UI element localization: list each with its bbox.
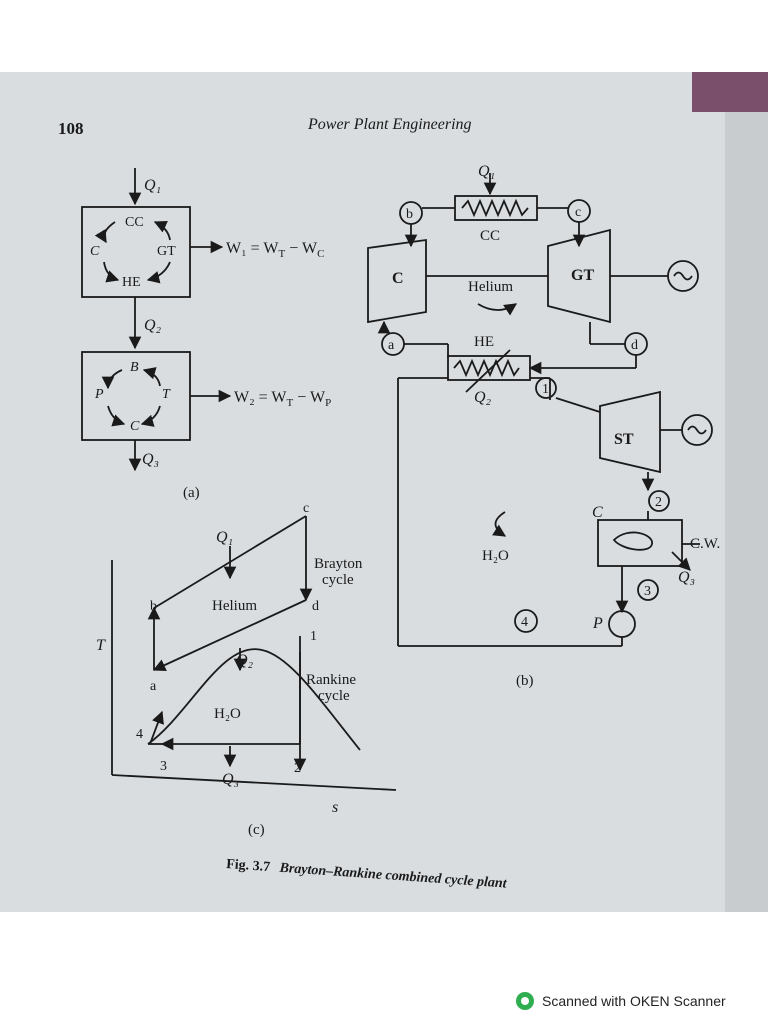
page-edge-shadow [725,112,768,912]
fig-b-state-b: b [406,207,413,222]
fig-c-helium-label: Helium [212,598,257,614]
fig-c: T s Q₁ c Brayton cycle b Helium d 1 Q₂ a… [96,501,397,838]
fig-b-water-label: H₂O [482,548,509,564]
fig-b-cc: CC [480,228,500,244]
fig-b-combustion-heater [454,195,538,221]
fig-c-axis-t: T [96,637,106,654]
fig-b-caption: (b) [516,673,534,689]
fig-a: Q₁ CC C GT HE W₁ = WT − WC Q₂ B P T C W₂… [81,168,331,501]
fig-a-cc: CC [125,215,144,230]
fig-a-he: HE [122,275,141,290]
fig-a-q2-label: Q₂ [144,317,162,334]
fig-c-state-c: c [303,501,309,516]
top-margin [0,0,768,72]
page-number: 108 [58,119,84,138]
fig-b-cooling-water-label: C.W. [690,536,720,552]
fig-a-b: B [130,360,139,375]
background-edge [692,72,768,112]
fig-c-state-2: 2 [294,761,301,776]
fig-c-state-1: 1 [310,629,317,644]
fig-b-condenser-label: C [592,504,603,521]
fig-b-q2-label: Q₂ [474,389,492,406]
fig-b-compressor [367,238,427,324]
fig-c-brayton-cycle: cycle [322,572,354,588]
fig-c-state-a: a [150,679,157,694]
fig-a-c2: C [130,419,140,434]
fig-c-rankine-label: Rankine [306,672,356,688]
fig-b-q3-label: Q₃ [678,569,695,586]
fig-b-compressor-label: C [392,270,404,287]
fig-c-state-3: 3 [160,759,167,774]
fig-b-gas-turbine-label: GT [571,267,594,284]
fig-a-q1-label: Q₁ [144,177,161,194]
fig-a-t: T [162,387,171,402]
fig-a-caption: (a) [183,485,200,501]
fig-c-q2-label: Q₂ [236,652,254,669]
fig-b-state-4: 4 [521,615,528,630]
fig-a-p: P [94,387,104,402]
scanner-watermark: Scanned with OKEN Scanner [516,990,726,1012]
fig-b: Q₁ CC b c C GT Helium a d HE [367,163,720,689]
scanner-watermark-text: Scanned with OKEN Scanner [542,993,726,1009]
fig-b-state-a: a [388,338,395,353]
fig-b-he-label: HE [474,334,494,350]
fig-b-heat-exchanger [447,355,531,381]
fig-c-caption: (c) [248,822,265,838]
fig-a-c: C [90,244,100,259]
fig-a-q3-label: Q₃ [142,451,159,468]
fig-b-gas-turbine [547,228,611,324]
fig-c-q1-label: Q₁ [216,529,233,546]
fig-c-water-label: H₂O [214,706,241,722]
fig-c-brayton-label: Brayton [314,556,363,572]
fig-c-state-b: b [150,599,157,614]
fig-c-state-d: d [312,599,319,614]
figure-caption: Fig. 3.7 Brayton–Rankine combined cycle … [226,857,508,892]
fig-c-state-4: 4 [136,727,143,742]
fig-b-state-c: c [575,205,581,220]
fig-a-w2: W₂ = WT − WP [234,389,331,409]
book-page [0,72,740,912]
fig-b-helium-label: Helium [468,279,513,295]
fig-a-brayton-box [81,206,191,298]
fig-b-q1-label: Q₁ [478,163,495,180]
fig-b-generator-1 [667,260,699,292]
fig-b-pump [608,610,636,638]
fig-a-w1: W₁ = WT − WC [226,240,324,260]
fig-b-steam-turbine [599,390,661,474]
fig-c-q3-label: Q₃ [222,771,239,788]
fig-b-condenser [597,519,683,567]
fig-b-steam-turbine-label: ST [614,431,634,448]
running-head: Power Plant Engineering [307,116,472,133]
fig-b-state-d: d [631,338,638,353]
fig-b-generator-2 [681,414,713,446]
fig-b-pump-label: P [592,615,603,632]
fig-a-gt: GT [157,244,176,259]
fig-c-rankine-cycle: cycle [318,688,350,704]
oken-logo-icon [516,992,534,1010]
fig-b-state-2: 2 [655,495,662,510]
fig-b-state-3: 3 [644,584,651,599]
fig-c-axis-s: s [332,799,338,816]
fig-b-state-1: 1 [542,382,549,397]
